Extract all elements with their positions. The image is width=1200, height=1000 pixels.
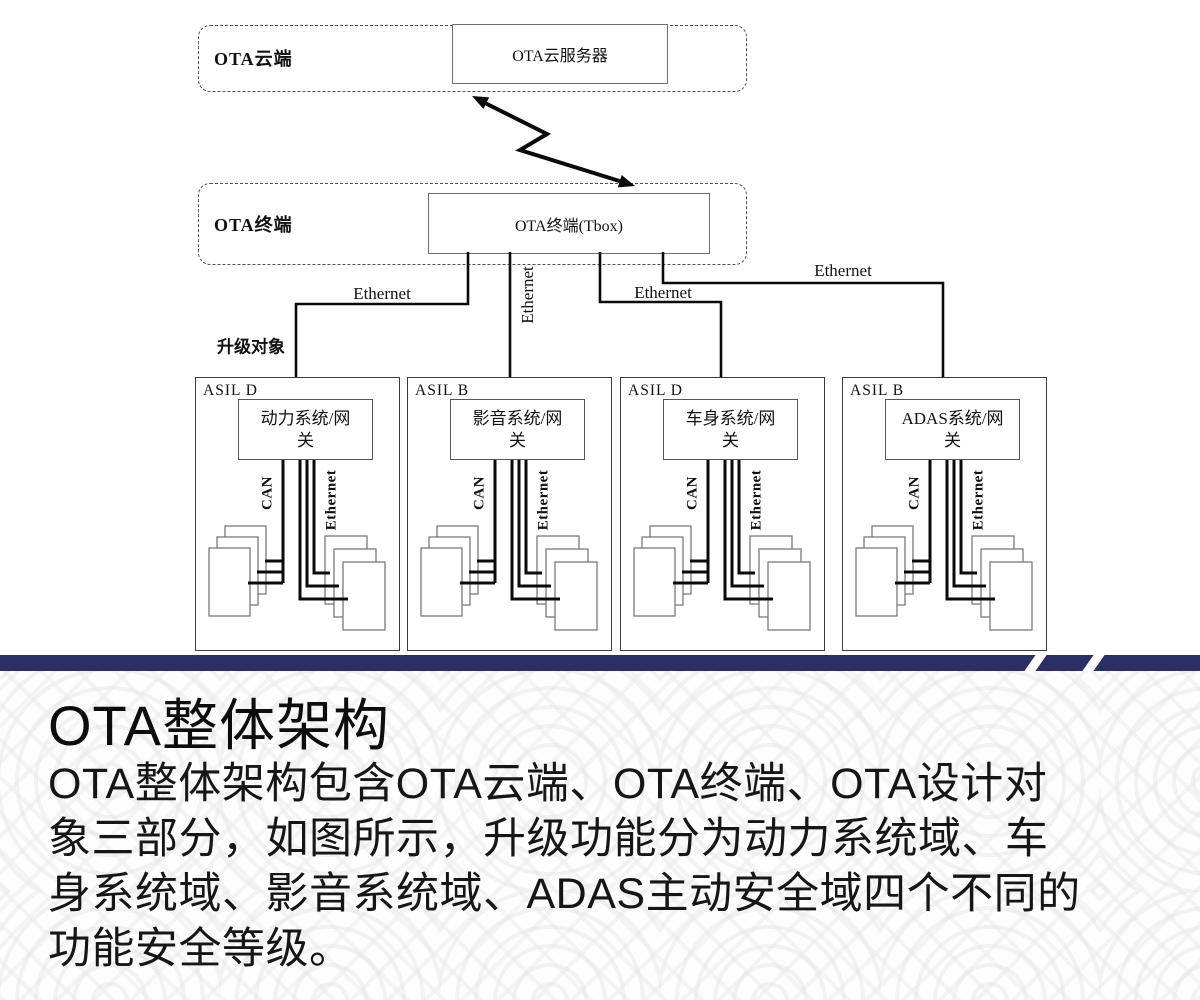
article-body-line: 功能安全等级。	[48, 925, 353, 973]
domain-box-infotainment: ASIL B 影音系统/网 关 CAN Ethernet	[407, 377, 612, 651]
article-body-line: 身系统域、影音系统域、ADAS主动安全域四个不同的	[48, 870, 1081, 918]
article-body-line: 象三部分，如图所示，升级功能分为动力系统域、车	[48, 815, 1049, 863]
asil-level-tag: ASIL D	[203, 382, 258, 399]
gateway-name-line2: 关	[509, 430, 526, 450]
ecu-wiring-art	[855, 458, 1033, 631]
gateway-name-line2: 关	[722, 430, 739, 450]
gateway-box-infotainment: 影音系统/网 关	[450, 399, 585, 460]
article-body-line: OTA整体架构包含OTA云端、OTA终端、OTA设计对	[48, 760, 1048, 808]
divider-banner	[0, 653, 1200, 673]
terminal-zone-box	[198, 183, 747, 265]
gateway-name-line1: 车身系统/网	[685, 409, 776, 429]
article-body: OTA整体架构包含OTA云端、OTA终端、OTA设计对 象三部分，如图所示，升级…	[48, 757, 1178, 977]
ethernet-line-4	[661, 252, 945, 377]
ethernet-link-label-2: Ethernet	[518, 266, 537, 324]
can-bus-label: CAN	[471, 476, 488, 510]
wireless-link-zigzag	[484, 101, 622, 184]
domain-box-adas: ASIL B ADAS系统/网 关 CAN Ethernet	[842, 377, 1047, 651]
ecu-wiring-art	[420, 458, 598, 631]
ethernet-line-1	[294, 252, 470, 377]
ota-architecture-diagram: OTA云端 OTA云服务器 OTA终端 OTA终端(Tbox) Ethernet…	[195, 24, 1047, 651]
cloud-server-box: OTA云服务器	[452, 24, 668, 84]
ethernet-bus-label: Ethernet	[535, 469, 552, 531]
ethernet-link-label-3: Ethernet	[634, 283, 692, 302]
gateway-name-line2: 关	[297, 430, 314, 450]
ethernet-bus-label: Ethernet	[323, 469, 340, 531]
can-bus-label: CAN	[684, 476, 701, 510]
ethernet-line-3	[598, 252, 723, 377]
upgrade-targets-label: 升级对象	[217, 337, 285, 357]
can-bus-label: CAN	[259, 476, 276, 510]
gateway-name-line2: 关	[944, 430, 961, 450]
arrowhead-up	[472, 96, 490, 109]
gateway-box-powertrain: 动力系统/网 关	[238, 399, 373, 460]
asil-level-tag: ASIL B	[415, 382, 470, 399]
gateway-box-body: 车身系统/网 关	[663, 399, 798, 460]
domain-box-powertrain: ASIL D 动力系统/网 关 CAN Ethernet	[195, 377, 400, 651]
asil-level-tag: ASIL D	[628, 382, 683, 399]
cloud-zone-label: OTA云端	[214, 49, 293, 69]
tbox-box: OTA终端(Tbox)	[428, 193, 710, 254]
ecu-wiring-art	[633, 458, 811, 631]
ethernet-link-label-1: Ethernet	[353, 284, 411, 303]
gateway-name-line1: ADAS系统/网	[901, 409, 1004, 429]
article-section: OTA整体架构 OTA整体架构包含OTA云端、OTA终端、OTA设计对 象三部分…	[0, 671, 1200, 1000]
gateway-box-adas: ADAS系统/网 关	[885, 399, 1020, 460]
asil-level-tag: ASIL B	[850, 382, 905, 399]
gateway-name-line1: 影音系统/网	[472, 409, 563, 429]
terminal-zone-label: OTA终端	[214, 215, 293, 235]
can-bus-label: CAN	[906, 476, 923, 510]
ethernet-link-label-4: Ethernet	[814, 261, 872, 280]
article-title: OTA整体架构	[48, 694, 390, 757]
gateway-name-line1: 动力系统/网	[260, 409, 351, 429]
domain-box-body: ASIL D 车身系统/网 关 CAN Ethernet	[620, 377, 825, 651]
ethernet-bus-label: Ethernet	[748, 469, 765, 531]
divider-bar	[0, 655, 1200, 671]
ethernet-bus-label: Ethernet	[970, 469, 987, 531]
ecu-wiring-art	[208, 458, 386, 631]
